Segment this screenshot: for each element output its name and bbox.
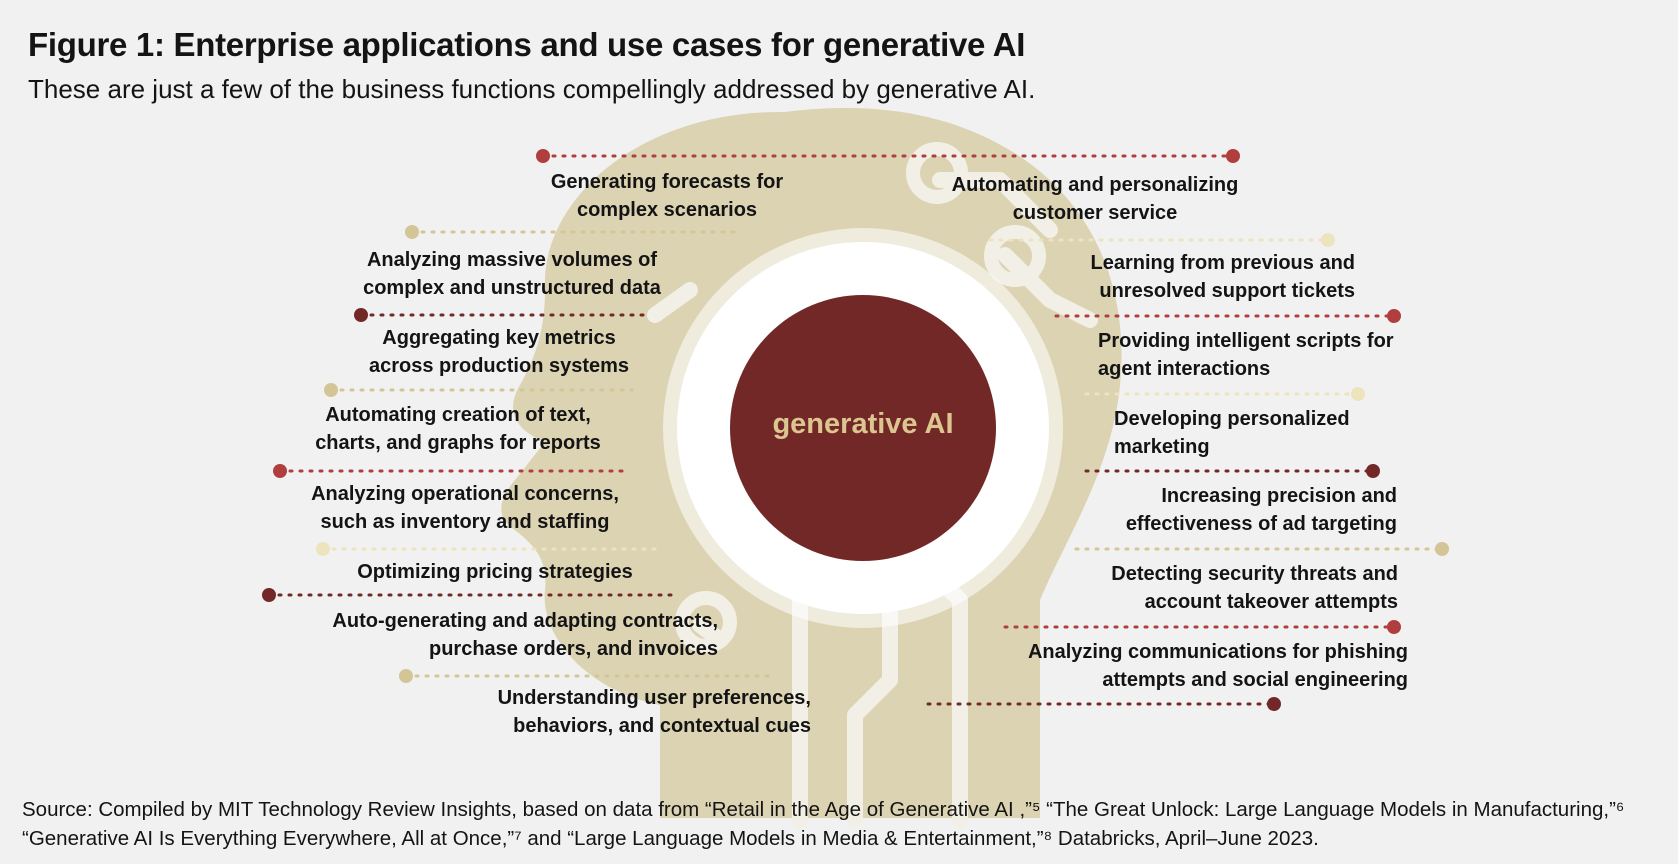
use-case-line-2: agent interactions <box>1098 358 1271 380</box>
use-case-line-1: Analyzing operational concerns, <box>311 483 619 505</box>
use-case-line-2: complex scenarios <box>576 199 758 221</box>
use-case-line-1: Automating and personalizing <box>951 174 1239 196</box>
use-case-line-1: Analyzing communications for phishing <box>1027 641 1408 663</box>
left-use-case-label: Generating forecasts for complex scenario… <box>522 168 812 224</box>
connector-marker-right <box>1366 464 1380 478</box>
figure-subtitle: These are just a few of the business fun… <box>28 74 1036 104</box>
connector-marker-left <box>405 225 419 239</box>
left-use-case-label: Auto-generating and adapting contracts, p… <box>258 607 718 663</box>
connector-marker-left <box>273 464 287 478</box>
connector-marker-left <box>262 588 276 602</box>
use-case-line-2: account takeover attempts <box>1144 591 1398 613</box>
connector-markers <box>262 149 1449 711</box>
use-case-line-1: Optimizing pricing strategies <box>357 561 633 583</box>
use-case-line-2: across production systems <box>368 355 630 377</box>
circuit-trace <box>997 247 1098 328</box>
right-use-case-label: Analyzing communications for phishing att… <box>948 638 1408 694</box>
use-case-line-2: complex and unstructured data <box>363 277 661 299</box>
use-case-line-1: Developing personalized <box>1114 408 1350 430</box>
use-case-line-1: Analyzing massive volumes of <box>366 249 658 271</box>
right-use-case-label: Increasing precision and effectiveness of… <box>1097 482 1397 538</box>
left-use-case-label: Aggregating key metrics across production… <box>364 324 634 380</box>
left-use-case-label: Analyzing operational concerns, such as i… <box>275 480 655 536</box>
right-use-case-label: Detecting security threats and account ta… <box>1058 560 1398 616</box>
left-use-case-label: Optimizing pricing strategies <box>330 558 660 586</box>
connector-marker-right <box>1387 620 1401 634</box>
use-case-line-2: such as inventory and staffing <box>320 511 610 533</box>
circuit-trace <box>647 282 698 323</box>
connector-marker-left <box>399 669 413 683</box>
use-case-line-2: purchase orders, and invoices <box>429 638 718 660</box>
use-case-line-2: behaviors, and contextual cues <box>513 715 811 737</box>
core-circle <box>730 295 996 561</box>
connector-marker-right <box>1267 697 1281 711</box>
use-case-line-1: Learning from previous and <box>1090 252 1355 274</box>
connector-marker-left <box>354 308 368 322</box>
use-case-line-2: marketing <box>1114 436 1210 458</box>
right-use-case-label: Automating and personalizing customer ser… <box>940 171 1250 227</box>
source-note: Source: Compiled by MIT Technology Revie… <box>22 798 1625 850</box>
figure-title: Figure 1: Enterprise applications and us… <box>28 26 1026 63</box>
left-use-case-label: Automating creation of text, charts, and … <box>293 401 623 457</box>
circuit-node-right <box>984 225 1046 287</box>
use-case-line-1: Aggregating key metrics <box>382 327 616 349</box>
left-use-case-label: Understanding user preferences, behaviors… <box>463 684 811 740</box>
right-use-case-label: Providing intelligent scripts for agent i… <box>1098 327 1428 383</box>
right-use-case-label: Developing personalized marketing <box>1114 405 1394 461</box>
use-case-line-1: Understanding user preferences, <box>497 687 811 709</box>
core-rings <box>663 228 1063 628</box>
circuit-node-lower-left <box>675 591 737 653</box>
use-case-line-1: Providing intelligent scripts for <box>1098 330 1394 352</box>
use-case-line-1: Automating creation of text, <box>325 404 591 426</box>
use-case-line-1: Increasing precision and <box>1161 485 1397 507</box>
circuit-trace <box>847 592 898 828</box>
use-case-line-2: customer service <box>1012 202 1178 224</box>
connector-marker-right <box>1321 233 1335 247</box>
left-use-case-label: Analyzing massive volumes of complex and … <box>322 246 702 302</box>
use-case-line-2: unresolved support tickets <box>1099 280 1355 302</box>
connector-marker-right <box>1226 149 1240 163</box>
use-case-line-1: Detecting security threats and <box>1111 563 1398 585</box>
connector-marker-right <box>1435 542 1449 556</box>
connector-marker-left <box>316 542 330 556</box>
connector-marker-right <box>1351 387 1365 401</box>
use-case-line-2: effectiveness of ad targeting <box>1125 513 1397 535</box>
connector-lines <box>267 154 1444 706</box>
connector-marker-left <box>324 383 338 397</box>
use-case-line-2: charts, and graphs for reports <box>315 432 601 454</box>
core-label: generative AI <box>772 408 954 440</box>
use-case-line-1: Generating forecasts for <box>550 171 784 193</box>
right-use-case-label: Learning from previous and unresolved sup… <box>1045 249 1355 305</box>
connector-marker-right <box>1387 309 1401 323</box>
circuit-node-top <box>906 142 968 204</box>
use-case-line-1: Auto-generating and adapting contracts, <box>332 610 718 632</box>
connector-marker-left <box>536 149 550 163</box>
use-case-line-2: attempts and social engineering <box>1102 669 1408 691</box>
